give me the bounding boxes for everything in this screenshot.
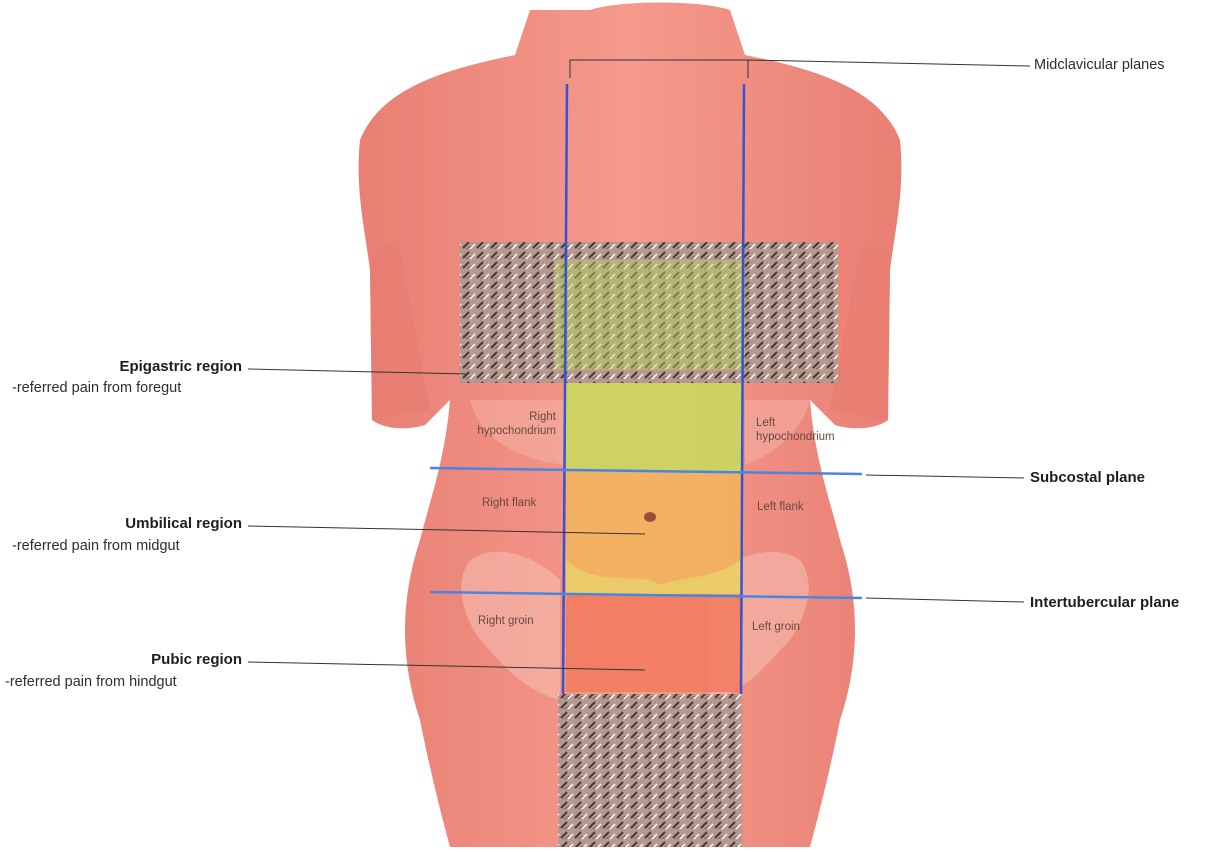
left-groin-label: Left groin bbox=[752, 620, 800, 634]
groin-obscured-block bbox=[558, 694, 742, 847]
right-flank-label: Right flank bbox=[482, 496, 536, 510]
navel bbox=[644, 512, 656, 522]
right-hypochondrium-line1: Right bbox=[440, 410, 556, 424]
right-hypochondrium-line2: hypochondrium bbox=[440, 424, 556, 438]
epigastric-region-label: Epigastric region bbox=[20, 358, 242, 375]
pubic-region-fill bbox=[566, 594, 742, 692]
midclavicular-planes-label: Midclavicular planes bbox=[1034, 57, 1224, 73]
intertubercular-leader bbox=[866, 598, 1024, 602]
umbilical-region-label: Umbilical region bbox=[20, 515, 242, 532]
left-hypochondrium-line1: Left bbox=[756, 416, 876, 430]
chest-green-tint bbox=[555, 260, 745, 370]
epigastric-region-fill bbox=[566, 383, 742, 471]
pubic-region-label: Pubic region bbox=[20, 651, 242, 668]
epigastric-referred-pain: -referred pain from foregut bbox=[12, 380, 252, 396]
intertubercular-plane-label: Intertubercular plane bbox=[1030, 594, 1226, 611]
left-hypochondrium-label: Left hypochondrium bbox=[756, 416, 876, 444]
umbilical-referred-pain: -referred pain from midgut bbox=[12, 538, 252, 554]
left-flank-label: Left flank bbox=[757, 500, 804, 514]
left-hypochondrium-line2: hypochondrium bbox=[756, 430, 876, 444]
pubic-referred-pain: -referred pain from hindgut bbox=[5, 674, 245, 690]
midclavicular-leader bbox=[748, 60, 1030, 66]
subcostal-plane-label: Subcostal plane bbox=[1030, 469, 1220, 486]
subcostal-leader bbox=[866, 475, 1024, 478]
right-hypochondrium-label: Right hypochondrium bbox=[440, 410, 556, 438]
right-groin-label: Right groin bbox=[478, 614, 534, 628]
